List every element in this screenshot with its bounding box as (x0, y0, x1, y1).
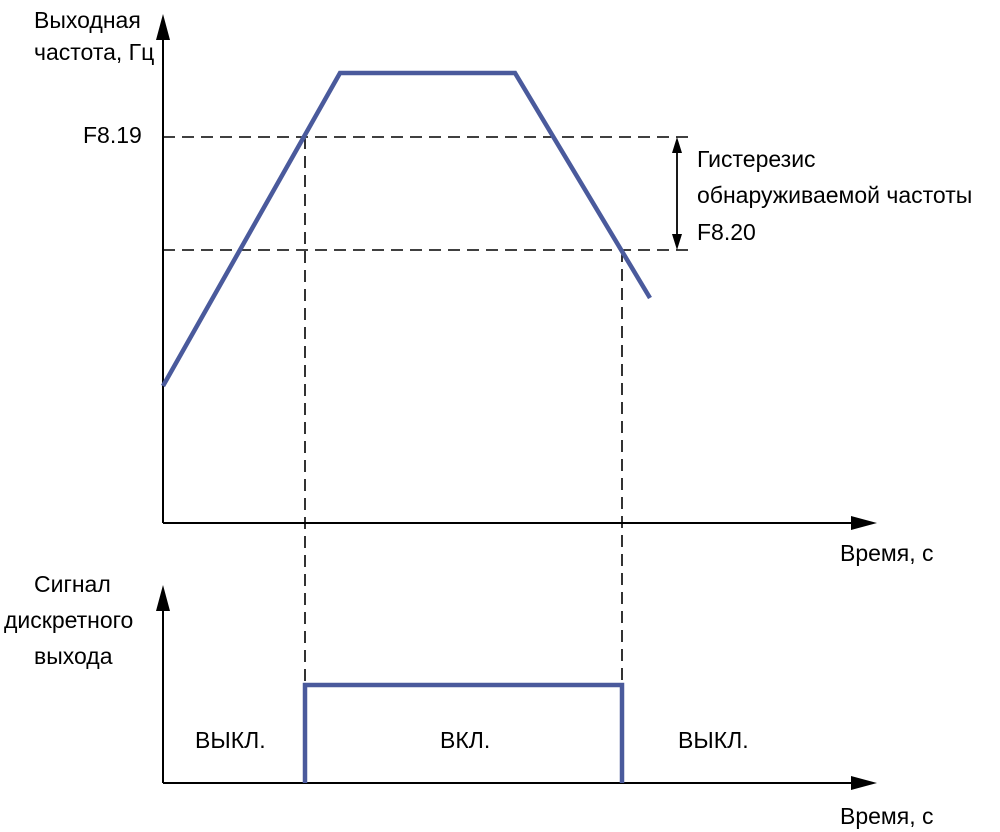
bottom-x-axis-arrow (851, 776, 877, 790)
bottom-y-label-line3: выхода (34, 643, 113, 669)
state-off-left: ВЫКЛ. (195, 727, 266, 753)
hysteresis-label-line1: Гистерезис (697, 146, 816, 172)
hysteresis-label-line2: обнаруживаемой частоты (697, 182, 972, 208)
top-y-label-line1: Выходная (34, 7, 141, 33)
top-y-axis-arrow (156, 14, 170, 40)
state-on: ВКЛ. (440, 727, 490, 753)
bottom-y-label-line2: дискретного (4, 607, 133, 633)
level-high-label: F8.19 (83, 122, 142, 148)
top-x-axis-arrow (851, 516, 877, 530)
hysteresis-arrow-down (672, 234, 682, 250)
top-x-label: Время, с (840, 540, 933, 566)
hysteresis-arrow-up (672, 137, 682, 153)
hysteresis-label-line3: F8.20 (697, 219, 756, 245)
bottom-y-axis-arrow (156, 585, 170, 611)
top-y-label-line2: частота, Гц (34, 39, 154, 65)
state-off-right: ВЫКЛ. (678, 727, 749, 753)
bottom-x-label: Время, с (840, 803, 933, 829)
bottom-y-label-line1: Сигнал (34, 571, 111, 597)
output-frequency-curve (161, 70, 652, 388)
discrete-output-signal (302, 682, 625, 783)
